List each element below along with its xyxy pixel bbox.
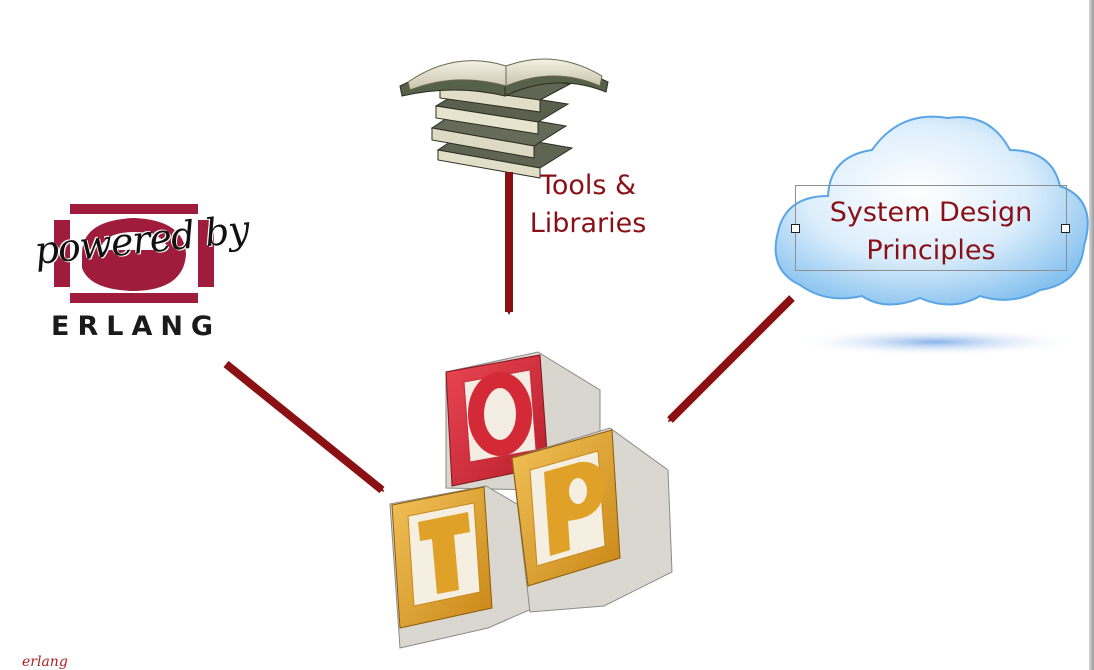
resize-handle-right[interactable] [1061, 224, 1070, 233]
tools-label-line1: Tools & [539, 170, 637, 201]
arrow-cloud-to-blocks [667, 295, 795, 423]
alphabet-blocks-icon [389, 351, 673, 649]
resize-handle-left[interactable] [791, 224, 800, 233]
arrow-erlang-to-blocks [223, 360, 385, 494]
tools-libraries-label[interactable]: Tools & Libraries [522, 167, 654, 243]
books-icon [399, 58, 609, 179]
cloud-icon [774, 115, 1089, 356]
system-design-principles-label[interactable]: System Design Principles [795, 194, 1067, 270]
erlang-logo-wordmark: ERLANG [51, 311, 222, 342]
cloud-label-line1: System Design [829, 197, 1033, 228]
corner-erlang-text: erlang [22, 654, 68, 670]
erlang-logo [54, 204, 214, 303]
arrows [223, 172, 795, 494]
tools-label-line2: Libraries [529, 208, 647, 239]
cloud-label-line2: Principles [866, 235, 996, 266]
window-edge [1089, 0, 1094, 670]
